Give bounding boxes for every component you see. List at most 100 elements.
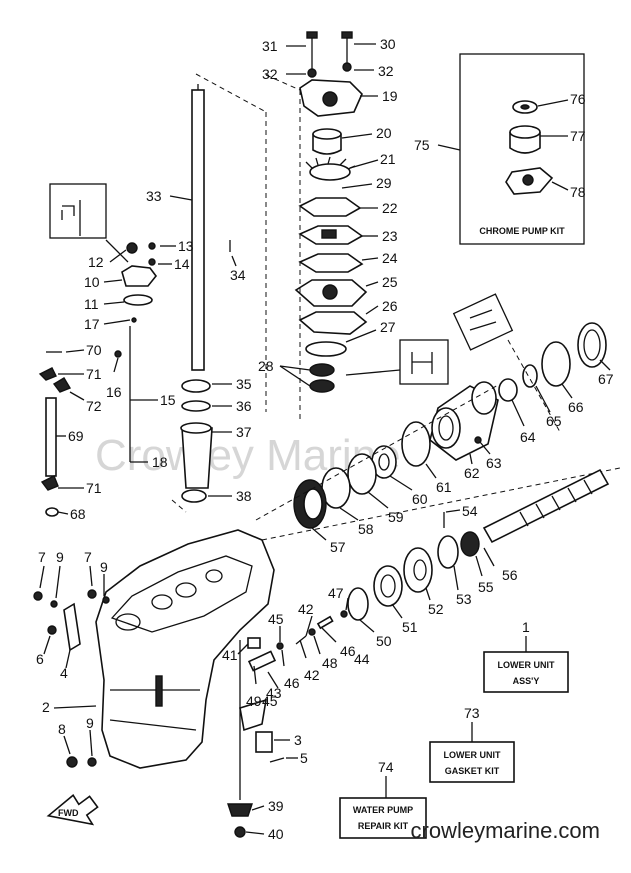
part-2-lower-case: [95, 529, 275, 769]
forward-arrow: FWD: [46, 793, 99, 826]
lower-unit-assy-line2: ASS'Y: [513, 676, 540, 686]
callout-52: 52: [428, 601, 444, 617]
callout-5: 5: [300, 750, 308, 766]
callout-69: 69: [68, 428, 84, 444]
part-62-bearing-housing: [429, 381, 499, 461]
callout-65: 65: [546, 413, 562, 429]
callout-55: 55: [478, 579, 494, 595]
callout-42: 42: [298, 601, 314, 617]
lower-unit-assy-line1: LOWER UNIT: [498, 660, 555, 670]
part-42-pin: [295, 635, 307, 645]
leader-lines: [39, 43, 611, 835]
callout-23: 23: [382, 228, 398, 244]
callout-53: 53: [456, 591, 472, 607]
part-38-bearing: [181, 489, 207, 503]
footer-url: crowleymarine.com: [411, 818, 601, 843]
callout-59: 59: [388, 509, 404, 525]
part-7-bolt-b: [87, 589, 97, 599]
shift-detail-box: [49, 183, 107, 239]
callout-25: 25: [382, 274, 398, 290]
seal-detail-box: [399, 339, 449, 385]
callout-13: 13: [178, 238, 194, 254]
part-72-clip: [52, 377, 72, 393]
callout-77: 77: [570, 128, 586, 144]
part-48-spring: [316, 615, 334, 630]
callout-71: 71: [86, 480, 102, 496]
callout-9: 9: [100, 559, 108, 575]
callout-4: 4: [60, 665, 68, 681]
part-4-plate: [63, 602, 81, 652]
gasket-kit-line1: LOWER UNIT: [444, 750, 501, 760]
callout-46: 46: [284, 675, 300, 691]
chrome-pump-kit-label: CHROME PUMP KIT: [479, 226, 565, 236]
callout-47: 47: [328, 585, 344, 601]
callout-51: 51: [402, 619, 418, 635]
repair-kit-line2: REPAIR KIT: [358, 821, 409, 831]
part-3-anode: [255, 731, 273, 753]
part-22-gasket: [298, 197, 362, 217]
callout-12: 12: [88, 254, 104, 270]
part-6-bolt: [47, 625, 57, 635]
callout-34: 34: [230, 267, 246, 283]
callout-36: 36: [236, 398, 252, 414]
callout-54: 54: [462, 503, 478, 519]
callout-33: 33: [146, 188, 162, 204]
callout-21: 21: [380, 151, 396, 167]
callout-17: 17: [84, 316, 100, 332]
callout-7: 7: [84, 549, 92, 565]
part-61-oring: [401, 421, 431, 467]
callout-44: 44: [354, 651, 370, 667]
callout-61: 61: [436, 479, 452, 495]
callout-71: 71: [86, 366, 102, 382]
fwd-label: FWD: [58, 808, 79, 818]
callout-68: 68: [70, 506, 86, 522]
callout-41: 41: [222, 647, 238, 663]
callout-8: 8: [58, 721, 66, 737]
part-40-screw: [234, 826, 246, 838]
callout-26: 26: [382, 298, 398, 314]
chrome-pump-kit-box: CHROME PUMP KIT: [437, 53, 585, 245]
lower-unit-gasket-kit-box: LOWER UNIT GASKET KIT: [429, 741, 515, 783]
callout-42: 42: [304, 667, 320, 683]
key-detail-box: [452, 293, 514, 351]
callout-20: 20: [376, 125, 392, 141]
callout-62: 62: [464, 465, 480, 481]
callout-60: 60: [412, 491, 428, 507]
part-47-ball: [340, 610, 348, 618]
part-69-tube: [45, 397, 57, 477]
part-67-cover: [577, 322, 607, 368]
callout-75: 75: [414, 137, 430, 153]
part-53-clutch: [437, 535, 459, 569]
callout-35: 35: [236, 376, 252, 392]
water-pump-group: [265, 31, 449, 420]
callout-74: 74: [378, 759, 394, 775]
part-8-drain-screw: [66, 756, 78, 768]
callout-29: 29: [376, 175, 392, 191]
lower-unit-casing: [33, 529, 285, 838]
callout-6: 6: [36, 651, 44, 667]
callout-28: 28: [258, 358, 274, 374]
callout-38: 38: [236, 488, 252, 504]
callout-32: 32: [378, 63, 394, 79]
callout-73: 73: [464, 705, 480, 721]
lower-unit-assy-box: LOWER UNIT ASS'Y: [483, 651, 569, 693]
part-52-forward-gear: [403, 547, 433, 593]
callout-50: 50: [376, 633, 392, 649]
callout-64: 64: [520, 429, 536, 445]
callout-76: 76: [570, 91, 586, 107]
callout-30: 30: [380, 36, 396, 52]
callout-37: 37: [236, 424, 252, 440]
part-27-oring: [305, 341, 347, 357]
part-21-impeller: [305, 156, 356, 181]
part-39-water-inlet: [227, 803, 253, 817]
part-37-sleeve: [181, 427, 213, 489]
part-24-gasket: [298, 253, 364, 273]
part-35-bearing: [181, 379, 211, 393]
part-65-seal: [522, 364, 538, 388]
callout-66: 66: [568, 399, 584, 415]
callout-46: 46: [340, 643, 356, 659]
gasket-kit-line2: GASKET KIT: [445, 766, 500, 776]
callout-15: 15: [160, 392, 176, 408]
callout-3: 3: [294, 732, 302, 748]
part-56-propeller-shaft: [482, 468, 610, 544]
